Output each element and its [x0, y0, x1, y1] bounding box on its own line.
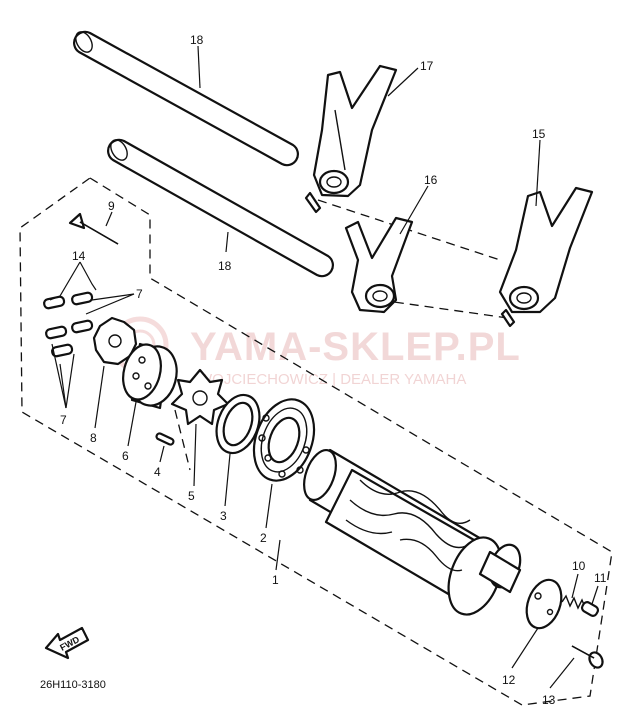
- spring-10: [561, 594, 587, 611]
- watermark-title: YAMA-SKLEP.PL: [190, 325, 521, 369]
- star-plate-5: [170, 368, 230, 426]
- pin-4: [155, 432, 175, 446]
- guide-bar-lower: [107, 138, 334, 278]
- callout-8: 8: [90, 431, 97, 445]
- callout-17: 17: [420, 59, 434, 73]
- dowel-pins-7: [43, 291, 94, 358]
- drum-cam-6: [122, 342, 178, 410]
- callout-16: 16: [424, 173, 438, 187]
- callout-11: 11: [594, 571, 607, 585]
- callout-2: 2: [260, 531, 267, 545]
- shift-fork-15: [498, 186, 594, 328]
- shift-drum-1: [303, 448, 522, 616]
- guide-bar-upper: [73, 30, 299, 167]
- alignment-line-fork-16: [379, 299, 509, 319]
- callout-13: 13: [542, 693, 556, 707]
- forward-arrow-icon: FWD: [44, 626, 90, 660]
- watermark: YAMA-SKLEP.PL WOJCIECHOWICZ | DEALER YAM…: [111, 316, 521, 388]
- callout-1: 1: [272, 573, 279, 587]
- screw-9: [68, 212, 119, 245]
- callout-6: 6: [122, 449, 129, 463]
- callout-15: 15: [532, 127, 546, 141]
- callouts: 18 18 17 16 15 9 14 7 7 8 6 4 5 3 2 1 10…: [60, 33, 607, 707]
- callout-10: 10: [572, 559, 586, 573]
- circlip-3: [215, 393, 261, 455]
- assembly-boundary: [19, 177, 613, 706]
- callout-4: 4: [154, 465, 161, 479]
- callout-7-right: 7: [136, 287, 143, 301]
- callout-18-upper: 18: [190, 33, 204, 47]
- leader-lines: [49, 45, 599, 689]
- diagram-reference-code: 26H110-3180: [40, 679, 106, 691]
- shift-fork-17: [304, 64, 398, 214]
- callout-14: 14: [72, 249, 86, 263]
- callout-12: 12: [502, 673, 516, 687]
- callout-7-left: 7: [60, 413, 67, 427]
- callout-9: 9: [108, 199, 115, 213]
- callout-3: 3: [220, 509, 227, 523]
- alignment-line-axis: [174, 409, 191, 471]
- callout-5: 5: [188, 489, 195, 503]
- bearing-2: [252, 398, 316, 482]
- pin-11: [580, 601, 600, 617]
- callout-18-lower: 18: [218, 259, 232, 273]
- screw-13: [571, 645, 604, 669]
- shift-fork-16: [344, 216, 414, 314]
- watermark-subtitle: WOJCIECHOWICZ | DEALER YAMAHA: [198, 371, 466, 388]
- washer-plate-12: [525, 578, 563, 630]
